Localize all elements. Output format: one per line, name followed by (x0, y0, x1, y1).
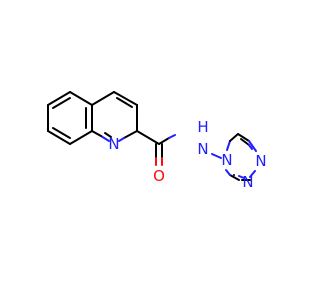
bond-inner (52, 97, 71, 109)
bond (226, 140, 231, 151)
bond (69, 130, 93, 145)
bond (123, 130, 138, 139)
triazole-n2-label: N (242, 173, 253, 191)
bond (113, 91, 138, 106)
amide-hydrogen-label: H (197, 118, 208, 136)
bond (229, 174, 240, 181)
triazole-n4-label: N (221, 151, 232, 169)
bond (225, 169, 231, 176)
bond (158, 137, 170, 145)
bond (118, 137, 125, 142)
bond (100, 135, 110, 142)
bond (248, 140, 257, 152)
bond (249, 170, 256, 178)
atom-labels: N O N H N N N (108, 118, 266, 191)
structure-diagram: N O N H N N N (47, 91, 267, 191)
bond (91, 91, 115, 106)
bond (229, 133, 239, 142)
bond-inner (52, 127, 71, 139)
carbonyl-oxygen-label: O (153, 167, 165, 185)
bond (238, 175, 245, 179)
quinoline-nitrogen-label: N (108, 135, 119, 153)
bonds (47, 91, 257, 181)
bond (47, 130, 71, 145)
bond (168, 134, 176, 139)
triazole-n1-label: N (255, 152, 266, 170)
bond (136, 130, 160, 145)
amide-nitrogen-label: N (197, 140, 208, 158)
bond (237, 133, 250, 142)
bond (91, 130, 102, 137)
bond (211, 153, 222, 159)
bond (69, 91, 93, 106)
bond (47, 91, 71, 106)
bond-inner (116, 97, 133, 108)
bond-inner (104, 132, 112, 138)
bond-inner (248, 144, 253, 150)
bond-inner (240, 138, 250, 146)
